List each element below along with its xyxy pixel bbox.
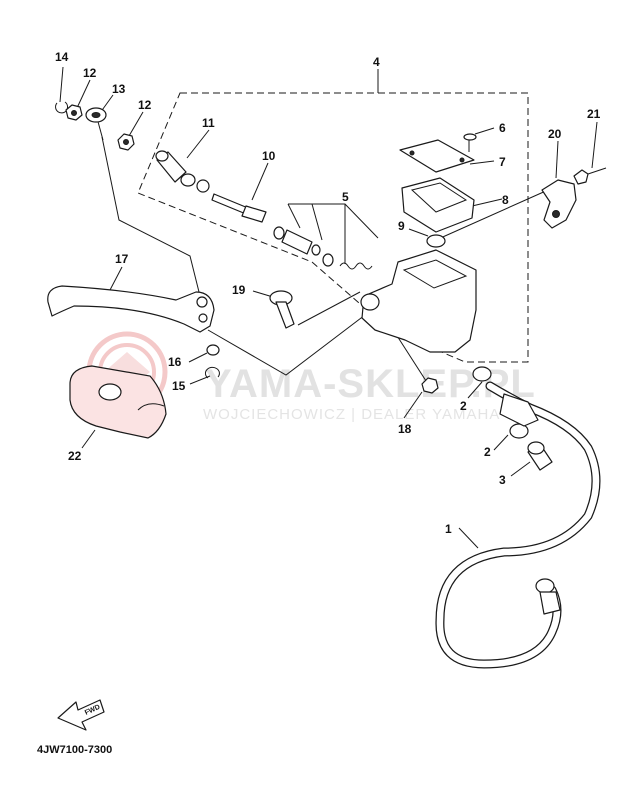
callout-15: 15 xyxy=(172,379,186,393)
callout-12b: 12 xyxy=(138,98,152,112)
grommet-part-9 xyxy=(426,234,446,248)
callout-17: 17 xyxy=(115,252,129,266)
callout-2b: 2 xyxy=(484,445,491,459)
copper-washer-part-2a xyxy=(472,366,492,382)
clutch-hose-part-1 xyxy=(435,381,601,669)
callout-16: 16 xyxy=(168,355,182,369)
diaphragm-part-8 xyxy=(401,177,475,233)
lever-bolt-part-19 xyxy=(269,290,295,329)
washer-part-16 xyxy=(206,344,220,356)
callout-20: 20 xyxy=(548,127,562,141)
master-cylinder-body xyxy=(360,249,477,353)
callout-22: 22 xyxy=(68,449,82,463)
fwd-arrow-icon: FWD xyxy=(57,699,105,731)
callout-14: 14 xyxy=(55,50,69,64)
copper-washer-part-2b xyxy=(509,423,529,439)
callout-6: 6 xyxy=(499,121,506,135)
callouts: 14 12 13 12 4 11 10 6 7 8 20 21 5 9 17 1… xyxy=(55,50,601,536)
lever-guard-part-22 xyxy=(69,365,167,439)
callout-18: 18 xyxy=(398,422,412,436)
union-bolt-part-3 xyxy=(527,441,553,471)
lever-part-17 xyxy=(47,285,215,333)
leader-lines xyxy=(59,66,598,549)
callout-19: 19 xyxy=(232,283,246,297)
nut-part-12a xyxy=(65,104,83,121)
callout-1: 1 xyxy=(445,522,452,536)
piston-kit-part-5 xyxy=(273,226,373,270)
callout-10: 10 xyxy=(262,149,276,163)
nut-part-12b xyxy=(117,133,135,151)
push-rod-part-10 xyxy=(211,193,267,223)
callout-5: 5 xyxy=(342,190,349,204)
circlip-part-14 xyxy=(55,101,69,114)
reservoir-cap-part-7 xyxy=(399,139,475,173)
callout-2a: 2 xyxy=(460,399,467,413)
callout-7: 7 xyxy=(499,155,506,169)
boot-part-11 xyxy=(155,150,210,193)
callout-4: 4 xyxy=(373,55,380,69)
pivot-bolt-part-13 xyxy=(85,107,107,141)
callout-11: 11 xyxy=(202,116,215,130)
callout-8: 8 xyxy=(502,193,509,207)
callout-13: 13 xyxy=(112,82,126,96)
screw-part-6 xyxy=(463,133,477,152)
watermark-sub-text: WOJCIECHOWICZ | DEALER YAMAHA xyxy=(203,406,500,423)
diagram-code: 4JW7100-7300 xyxy=(37,744,112,756)
callout-3: 3 xyxy=(499,473,506,487)
callout-9: 9 xyxy=(398,219,405,233)
callout-21: 21 xyxy=(587,107,601,121)
cap-part-18 xyxy=(421,377,439,394)
callout-12a: 12 xyxy=(83,66,97,80)
clamp-part-20 xyxy=(541,179,577,229)
clamp-bolt-part-21 xyxy=(573,167,607,185)
circlip-part-15 xyxy=(204,366,220,379)
